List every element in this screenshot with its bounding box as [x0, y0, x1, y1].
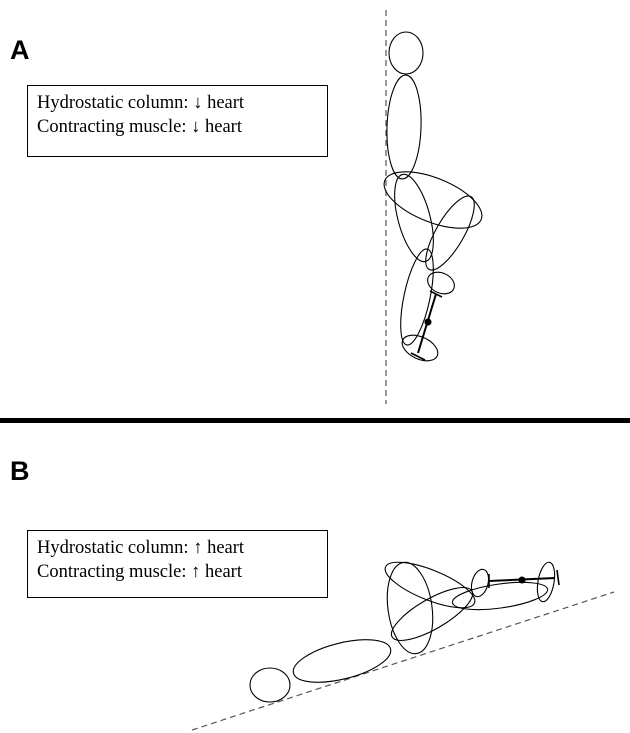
- panel-a-head: [389, 32, 423, 74]
- panel-a-cuff-dot: [425, 319, 431, 325]
- panel-b-torso: [289, 631, 395, 690]
- panel-b-pelvis: [382, 559, 438, 656]
- panel-a-thigh-back: [387, 170, 441, 265]
- panel-a-torso: [385, 74, 423, 179]
- panel-b-incline-reference-line: [192, 592, 614, 730]
- panel-a-shin: [394, 246, 440, 347]
- panel-b-head: [250, 668, 290, 702]
- panel-b-cuff-tick-right: [557, 570, 559, 585]
- panel-b-shin: [451, 577, 549, 614]
- panel-a-thigh-front: [417, 190, 483, 277]
- panel-a-figure: [377, 10, 490, 404]
- panel-b-foot: [535, 561, 558, 603]
- panel-a-knee: [424, 268, 458, 298]
- panel-b-cuff-dot: [519, 577, 525, 583]
- panel-b-thigh-lower: [385, 578, 480, 650]
- panel-b-figure: [192, 553, 614, 730]
